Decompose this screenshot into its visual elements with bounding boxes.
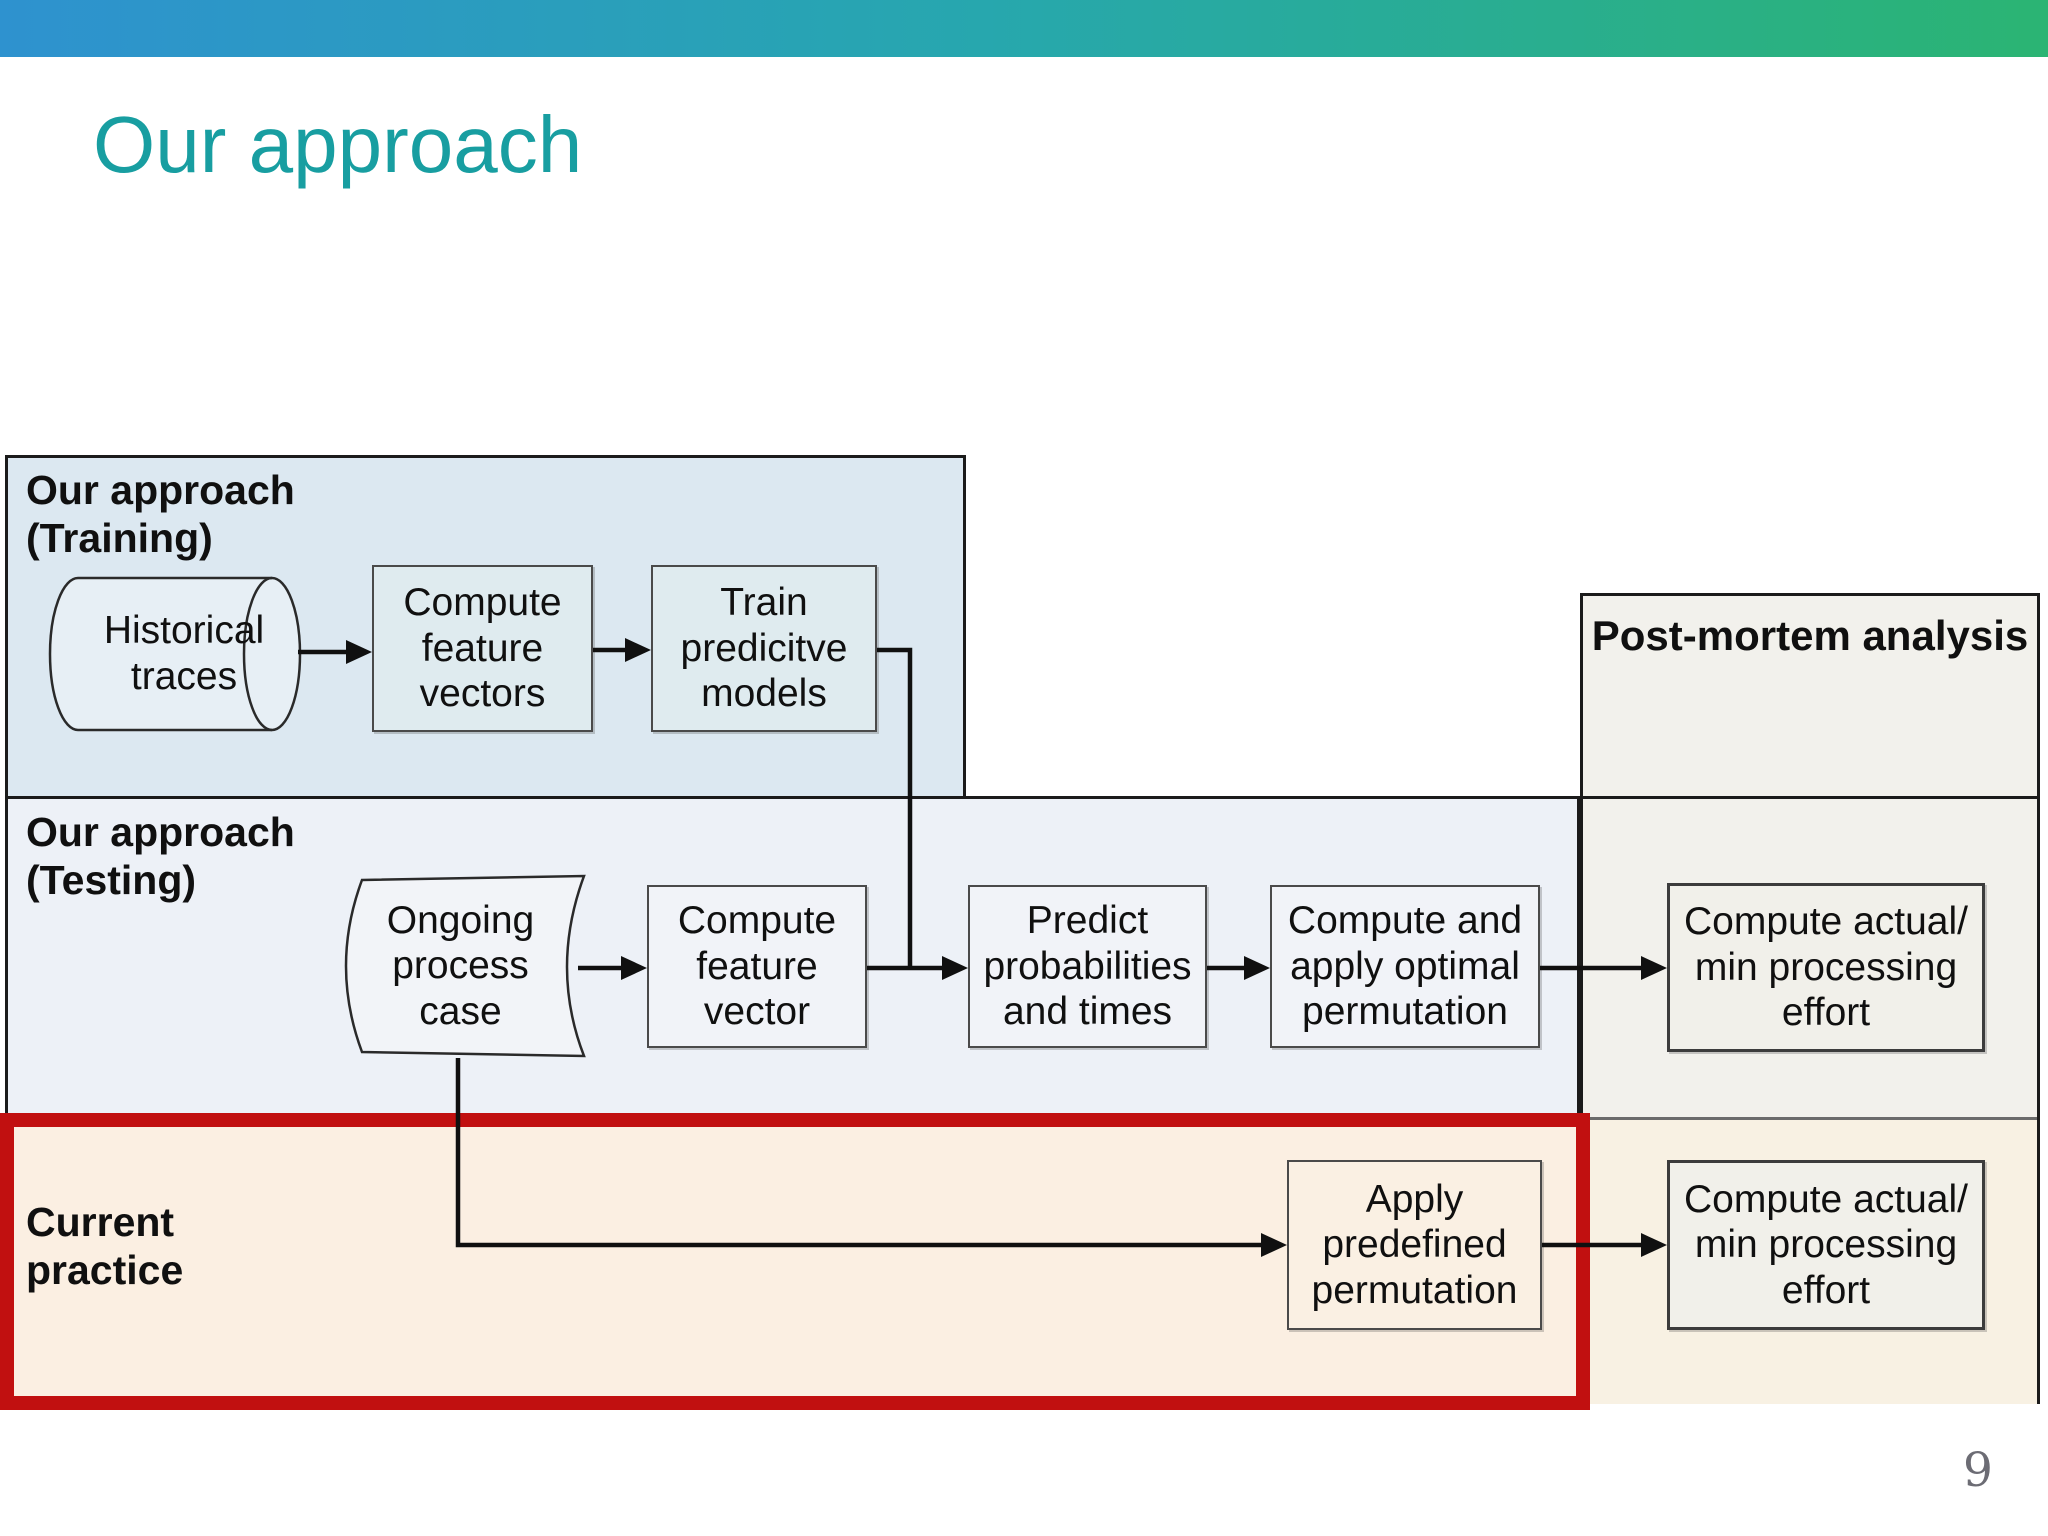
ongoing-process-case-text: Ongoing process case	[386, 898, 535, 1033]
historical-traces-cylinder: Historical traces	[48, 572, 320, 736]
node-predict-probabilities: Predict probabilities and times	[968, 885, 1207, 1048]
top-gradient-bar	[0, 0, 2048, 57]
cylinder-shape-icon	[48, 576, 302, 732]
node-apply-predefined-permutation: Apply predefined permutation	[1287, 1160, 1542, 1330]
training-label: Our approach (Training)	[26, 467, 295, 562]
node-compute-apply-optimal: Compute and apply optimal permutation	[1270, 885, 1540, 1048]
ongoing-process-case-shape: Ongoing process case	[328, 872, 593, 1060]
node-compute-effort-testing: Compute actual/ min processing effort	[1667, 883, 1985, 1052]
page-title: Our approach	[93, 100, 583, 189]
testing-label: Our approach (Testing)	[26, 809, 295, 904]
page-number: 9	[1963, 1443, 1993, 1498]
post-mortem-label: Post-mortem analysis	[1591, 612, 2029, 659]
node-train-predictive-models: Train predicitve models	[651, 565, 877, 732]
node-compute-feature-vector: Compute feature vector	[647, 885, 867, 1048]
current-practice-label: Current practice	[26, 1199, 184, 1294]
stored-data-shape-icon	[344, 874, 586, 1058]
post-mortem-divider-upper	[1583, 796, 2037, 799]
historical-traces-text: Historical traces	[103, 609, 265, 698]
node-compute-effort-current: Compute actual/ min processing effort	[1667, 1160, 1985, 1330]
node-compute-feature-vectors: Compute feature vectors	[372, 565, 593, 732]
